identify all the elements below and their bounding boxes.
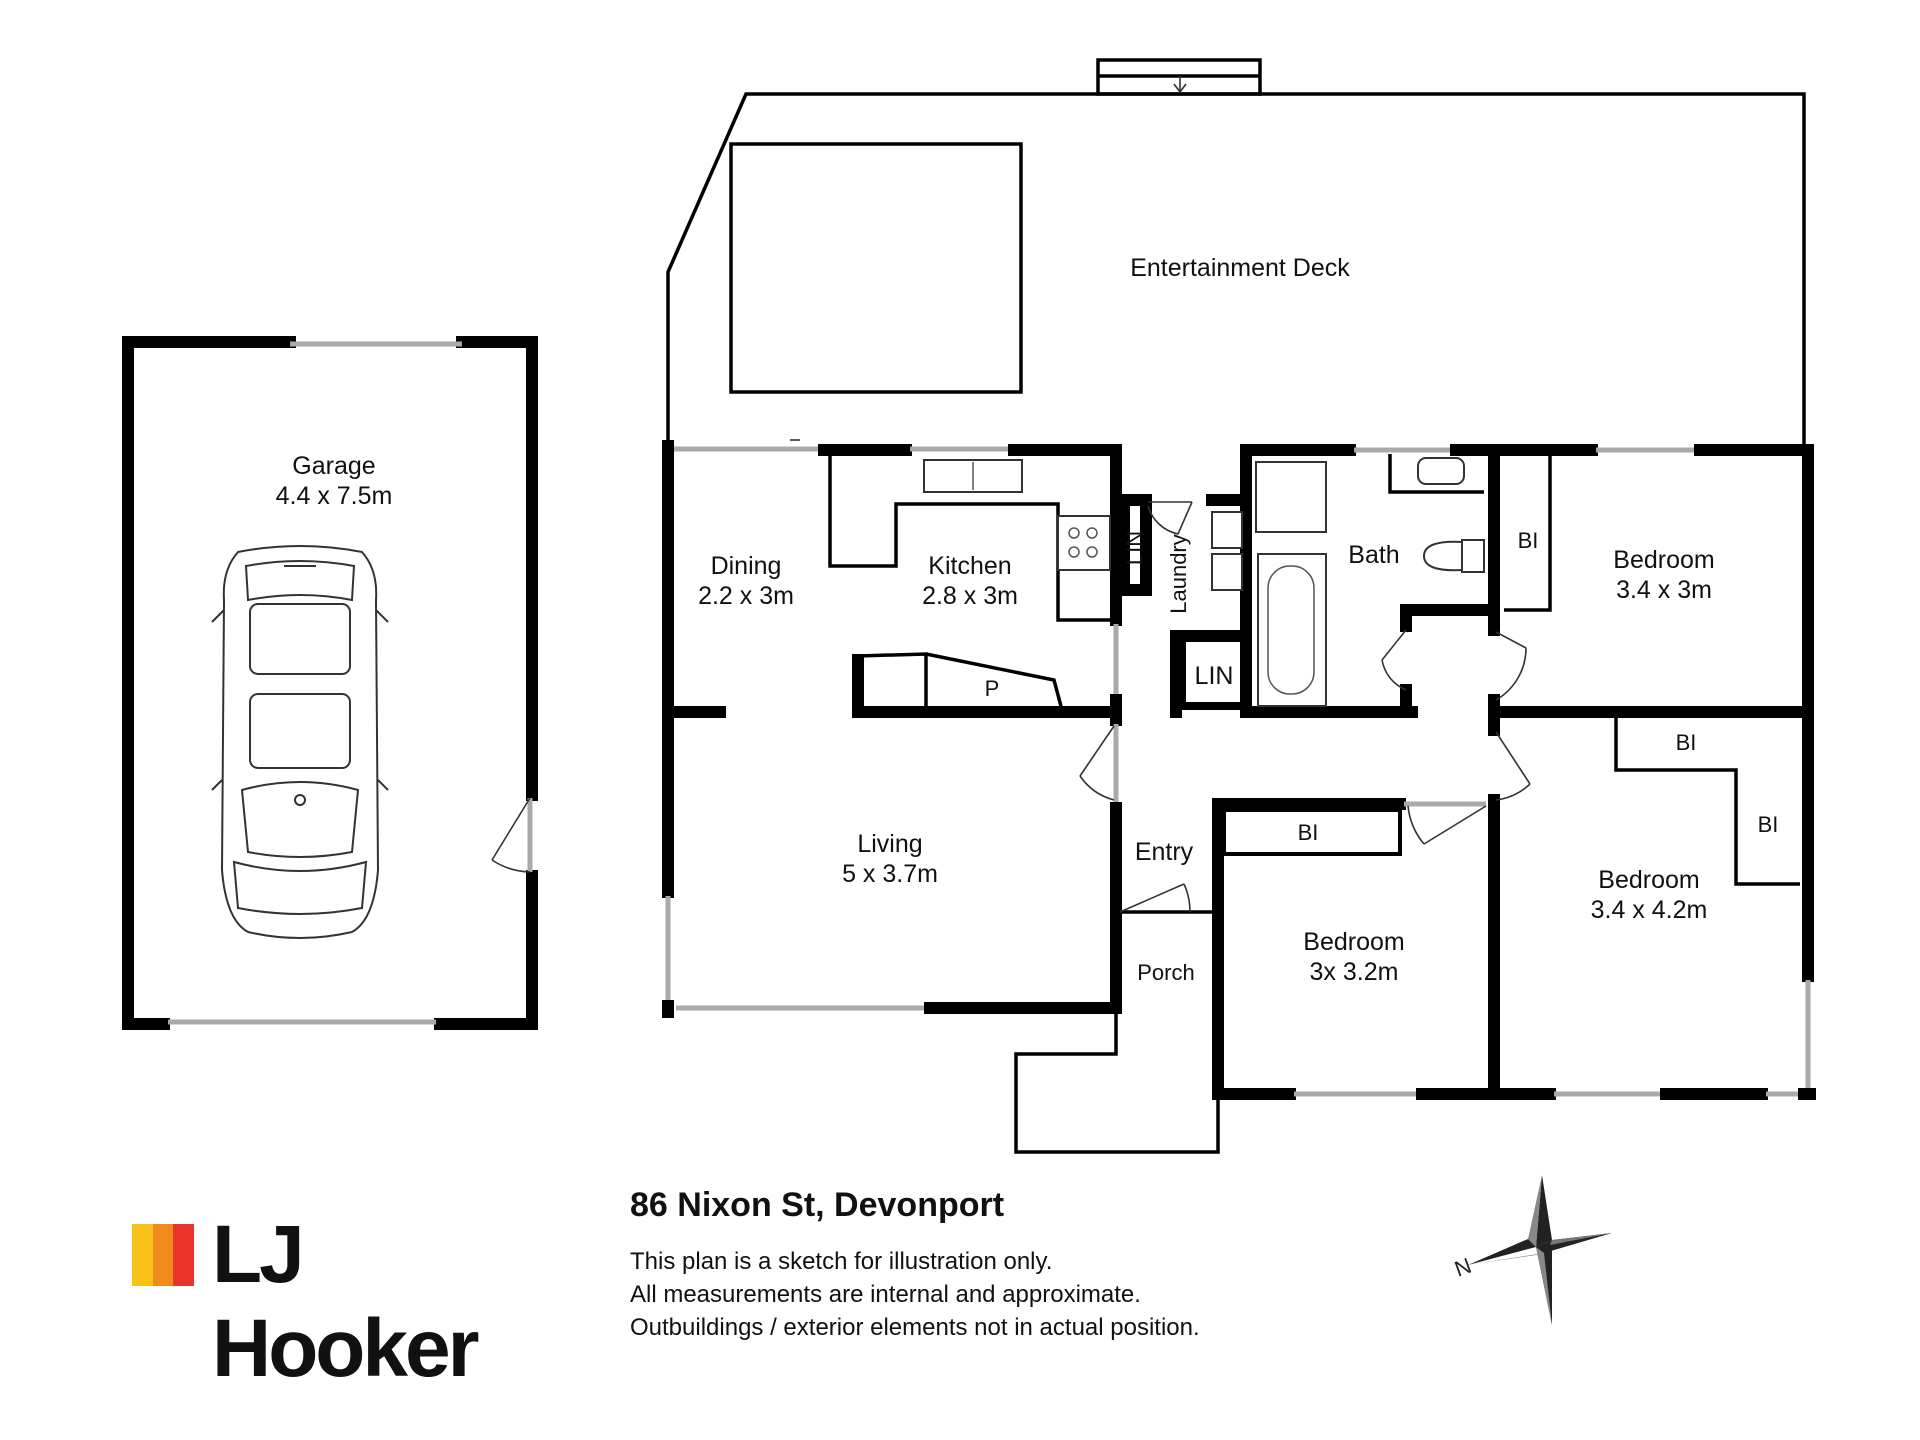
kitchen-size: 2.8 x 3m [922, 582, 1018, 610]
lj-hooker-logo: LJ Hooker [132, 1209, 552, 1394]
bedroom-1-label: Bedroom [1613, 546, 1714, 574]
floor-plan: Garage 4.4 x 7.5m Entertainment Deck Din… [122, 58, 1816, 1154]
bath-fixtures [1255, 454, 1485, 707]
living-door-swing [1079, 725, 1115, 801]
disclaimer-line-3: Outbuildings / exterior elements not in … [630, 1314, 1200, 1341]
logo-bar-red [173, 1224, 195, 1286]
bed1-door-swing [1495, 631, 1527, 701]
property-address: 86 Nixon St, Devonport [630, 1186, 1005, 1224]
bath-door-swing [1381, 629, 1407, 691]
bi-bed2-top-label: BI [1676, 730, 1697, 755]
toilet-icon [1422, 539, 1485, 573]
living-size: 5 x 3.7m [842, 860, 938, 888]
kitchen-fixtures [790, 439, 1112, 711]
brand-name: LJ Hooker [212, 1209, 480, 1394]
disclaimer-line-1: This plan is a sketch for illustration o… [630, 1248, 1053, 1275]
logo-color-bars [132, 1224, 195, 1286]
living-label: Living [857, 830, 922, 858]
bi-bed3-label: BI [1298, 820, 1319, 845]
garage-door-swing [491, 797, 531, 873]
laundry-fixtures [1118, 494, 1250, 710]
bi-bed1-label: BI [1518, 528, 1539, 553]
deck-label: Entertainment Deck [1130, 254, 1350, 282]
logo-bar-yellow [132, 1224, 153, 1286]
bed2-door-swing [1495, 731, 1531, 801]
compass-north-label: N [1451, 1253, 1474, 1282]
bedroom-1-size: 3.4 x 3m [1616, 576, 1712, 604]
laundry-label: Laundry [1166, 534, 1191, 614]
room-labels: Garage 4.4 x 7.5m Entertainment Deck Din… [276, 254, 1779, 986]
bedroom-2-label: Bedroom [1598, 866, 1699, 894]
garage-label: Garage [292, 452, 375, 480]
dining-size: 2.2 x 3m [698, 582, 794, 610]
car-icon [211, 545, 389, 939]
bedroom-fixtures [1079, 450, 1800, 913]
bedroom-3-label: Bedroom [1303, 928, 1404, 956]
entry-label: Entry [1135, 838, 1194, 866]
bedroom-2-size: 3.4 x 4.2m [1591, 896, 1708, 924]
logo-bar-orange [152, 1224, 174, 1286]
compass-star-icon: N [1451, 1175, 1612, 1325]
laundry-door-swing [1147, 501, 1193, 535]
bed3-door-swing [1407, 805, 1487, 845]
bedroom-3-size: 3x 3.2m [1310, 958, 1399, 986]
lin-label-2: LIN [1195, 662, 1234, 690]
entry-door-swing [1119, 883, 1191, 913]
entertainment-deck [666, 58, 1806, 446]
disclaimer-line-2: All measurements are internal and approx… [630, 1281, 1141, 1308]
bi-bed2-side-label: BI [1758, 812, 1779, 837]
pantry-label: P [985, 676, 1000, 701]
garage [122, 336, 538, 1030]
porch-label: Porch [1137, 960, 1194, 985]
bath-label: Bath [1348, 541, 1399, 569]
house-walls [662, 440, 1816, 1154]
garage-size: 4.4 x 7.5m [276, 482, 393, 510]
kitchen-label: Kitchen [928, 552, 1011, 580]
lin-label-1: LIN [1122, 531, 1147, 565]
stove-icon [1068, 527, 1098, 558]
dining-label: Dining [711, 552, 782, 580]
